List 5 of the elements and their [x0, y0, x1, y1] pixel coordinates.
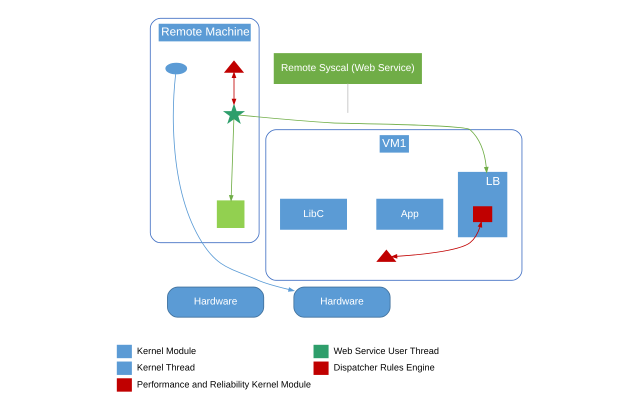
legend-label: Dispatcher Rules Engine [333, 362, 434, 373]
legend-label: Performance and Reliability Kernel Module [136, 379, 311, 390]
legend-label: Kernel Thread [136, 362, 194, 373]
legend-label: Web Service User Thread [333, 346, 438, 356]
legend-label: Kernel Module [136, 346, 196, 356]
